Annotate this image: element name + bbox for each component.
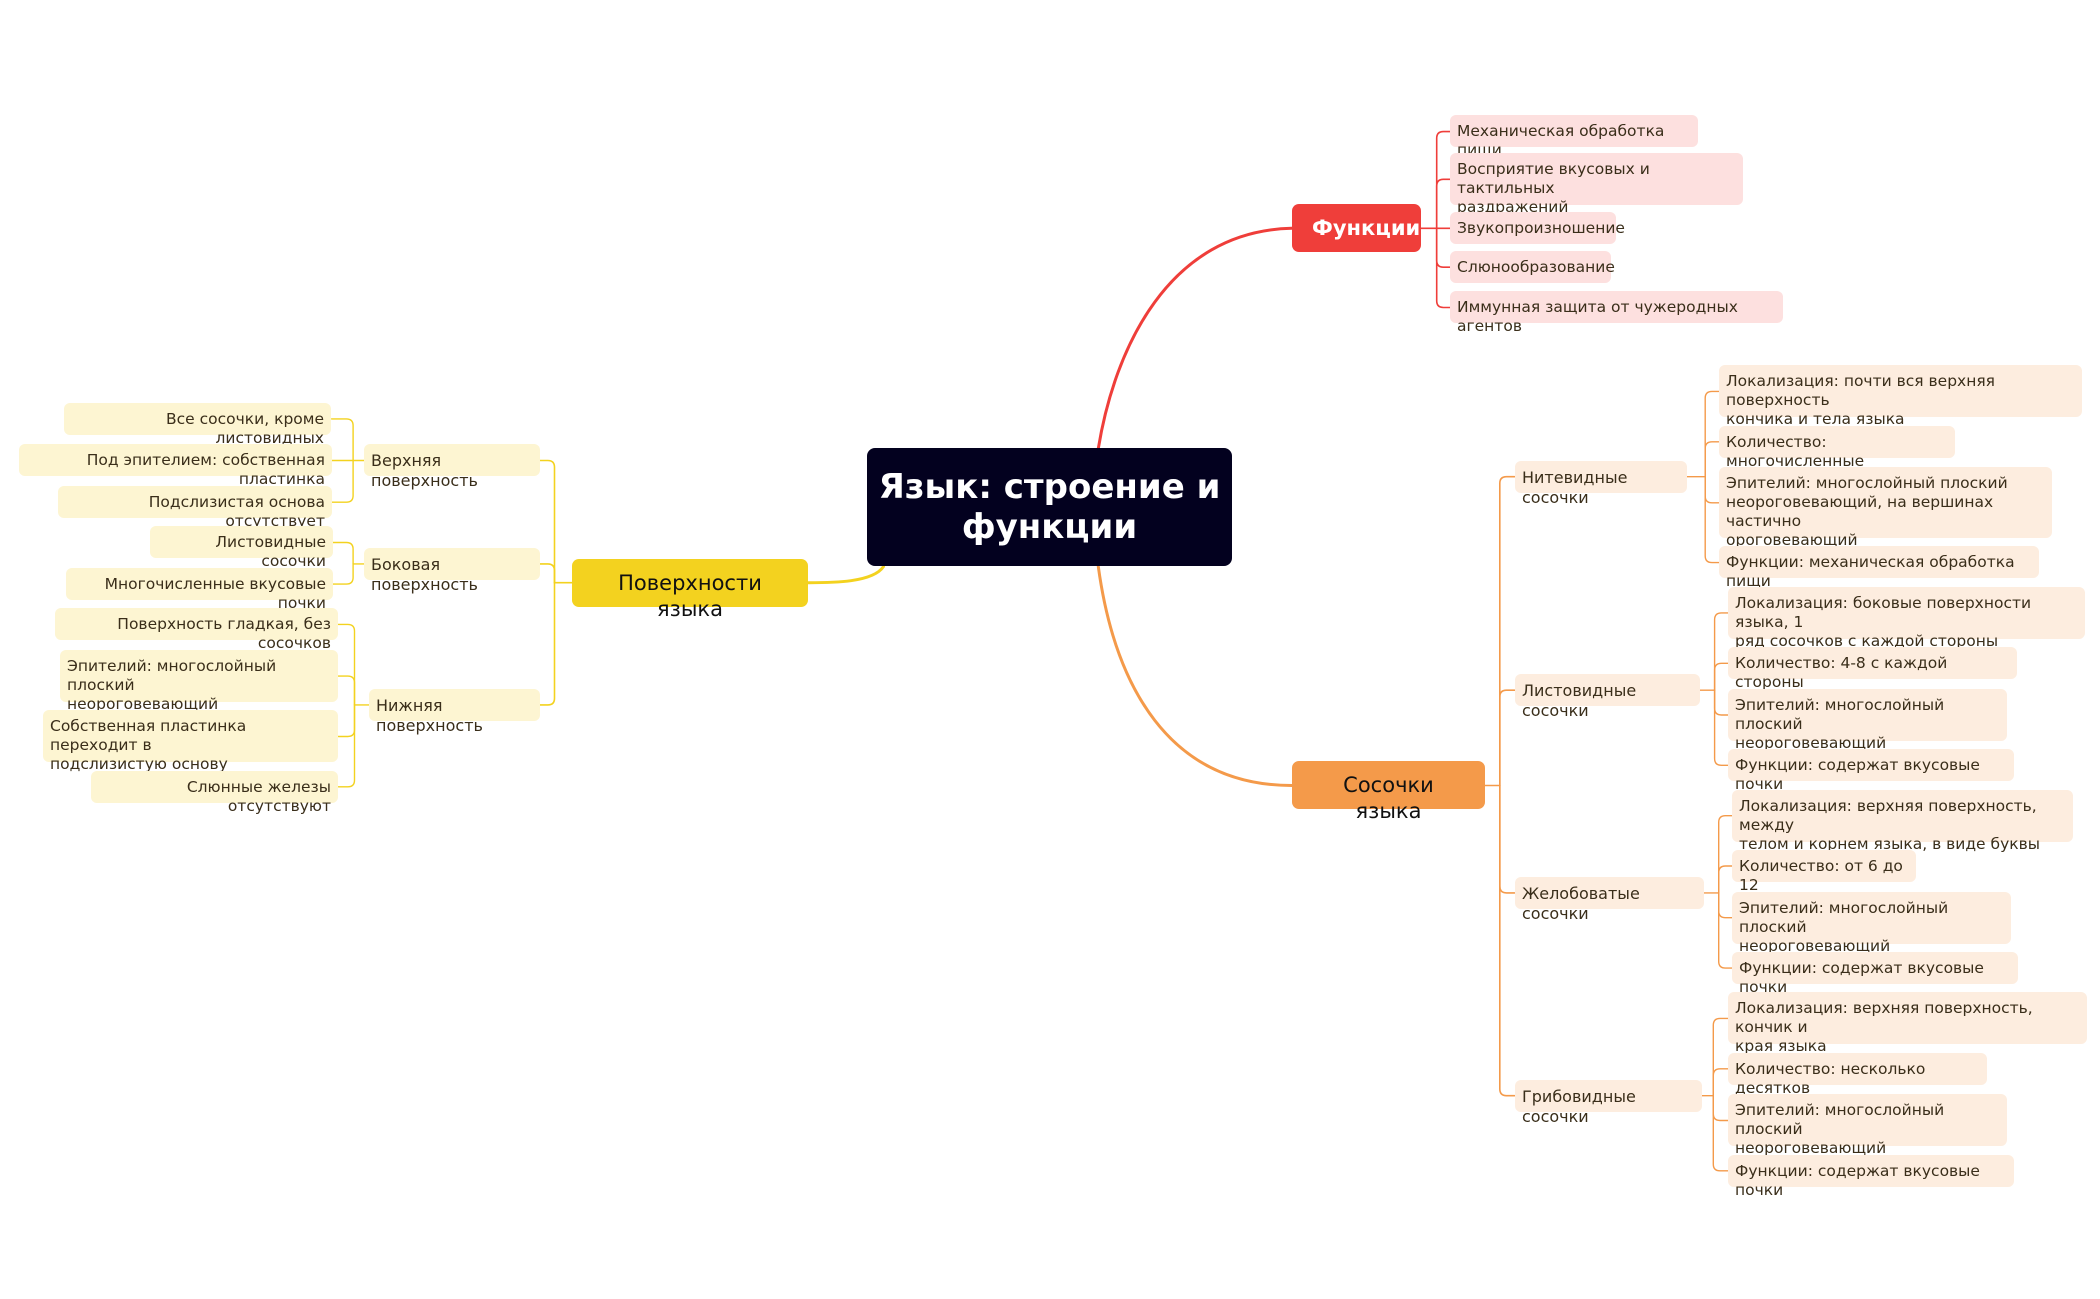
papilla-group-bracket-link <box>1712 1095 1729 1172</box>
papilla-group-bracket-link <box>1718 892 1733 969</box>
papilla-detail[interactable]: Локализация: верхняя поверхность, между … <box>1732 790 2073 872</box>
surfaces-bracket-link <box>539 581 556 706</box>
papilla-detail[interactable]: Количество: несколько десятков <box>1728 1053 1987 1097</box>
surface-detail[interactable]: Многочисленные вкусовые почки <box>66 568 333 612</box>
papilla-group-bracket-link <box>1704 390 1720 478</box>
function-item[interactable]: Механическая обработка пищи <box>1450 115 1698 159</box>
papilla-detail[interactable]: Количество: 4-8 с каждой стороны <box>1728 647 2017 691</box>
function-item[interactable]: Иммунная защита от чужеродных агентов <box>1450 291 1783 335</box>
surface-detail[interactable]: Все сосочки, кроме листовидных <box>64 403 331 447</box>
papilla-group-bracket-link <box>1713 689 1729 766</box>
papilla-group-bracket-link <box>1718 892 1733 919</box>
papilla-detail[interactable]: Эпителий: многослойный плоский неорогове… <box>1728 1094 2007 1157</box>
papillae-bracket-link <box>1499 784 1516 894</box>
surface-group[interactable]: Верхняя поверхность <box>364 444 540 490</box>
papilla-group-bracket-link <box>1718 865 1733 894</box>
papilla-group-bracket-link <box>1704 476 1720 564</box>
papilla-group[interactable]: Желобоватые сосочки <box>1515 877 1704 923</box>
surface-group-bracket-link <box>337 704 356 788</box>
surface-detail[interactable]: Листовидные сосочки <box>150 526 333 570</box>
root-to-papillae-line <box>1096 565 1294 787</box>
surface-group[interactable]: Нижняя поверхность <box>369 689 540 735</box>
function-item[interactable]: Звукопроизношение <box>1450 212 1625 244</box>
papilla-group[interactable]: Листовидные сосочки <box>1515 674 1700 720</box>
papilla-detail[interactable]: Функции: содержат вкусовые почки <box>1728 1155 2014 1199</box>
papilla-group-bracket-link <box>1718 815 1733 894</box>
papilla-detail[interactable]: Количество: от 6 до 12 <box>1732 850 1916 894</box>
papilla-group-bracket-link <box>1704 476 1720 504</box>
functions-bracket-link <box>1435 227 1451 268</box>
root-to-functions-line <box>1096 226 1294 450</box>
surface-detail[interactable]: Подслизистая основа отсутствует <box>58 486 332 530</box>
surface-group-bracket-link <box>330 459 354 503</box>
surface-group-bracket-link <box>332 541 354 565</box>
connector-lines <box>330 130 1733 1172</box>
surface-detail[interactable]: Под эпителием: собственная пластинка <box>19 444 332 488</box>
function-item[interactable]: Восприятие вкусовых и тактильных раздраж… <box>1450 153 1743 216</box>
branch-surfaces[interactable]: Поверхности языка <box>572 559 808 621</box>
branch-functions[interactable]: Функции <box>1292 204 1421 252</box>
papillae-bracket-link <box>1499 475 1516 787</box>
papilla-group-bracket-link <box>1712 1017 1729 1097</box>
surface-detail[interactable]: Поверхность гладкая, без сосочков <box>55 608 338 652</box>
surface-group-bracket-link <box>337 675 356 706</box>
papilla-detail[interactable]: Эпителий: многослойный плоский неорогове… <box>1719 467 2052 549</box>
papillae-bracket-link <box>1499 689 1516 787</box>
root-topic[interactable]: Язык: строение и функции <box>867 448 1232 566</box>
papilla-detail[interactable]: Эпителий: многослойный плоский неорогове… <box>1728 689 2007 752</box>
papilla-group-bracket-link <box>1712 1068 1729 1097</box>
function-item[interactable]: Слюнообразование <box>1450 251 1615 283</box>
papillae-bracket-link <box>1499 784 1516 1097</box>
papilla-group[interactable]: Грибовидные сосочки <box>1515 1080 1702 1126</box>
papilla-group-bracket-link <box>1713 689 1729 716</box>
papilla-detail[interactable]: Эпителий: многослойный плоский неорогове… <box>1732 892 2011 955</box>
papilla-detail[interactable]: Количество: многочисленные <box>1719 426 1955 470</box>
papilla-detail[interactable]: Локализация: верхняя поверхность, кончик… <box>1728 992 2087 1055</box>
papilla-group-bracket-link <box>1704 441 1720 478</box>
papilla-detail[interactable]: Функции: содержат вкусовые почки <box>1728 749 2014 793</box>
surface-group[interactable]: Боковая поверхность <box>364 548 540 594</box>
papilla-detail[interactable]: Функции: механическая обработка пищи <box>1719 546 2039 590</box>
surfaces-bracket-link <box>539 459 556 584</box>
functions-bracket-link <box>1435 130 1451 230</box>
surface-group-bracket-link <box>330 418 354 462</box>
surfaces-bracket-link <box>539 563 556 584</box>
functions-bracket-link <box>1435 178 1451 230</box>
surface-detail[interactable]: Слюнные железы отсутствуют <box>91 771 338 815</box>
papilla-detail[interactable]: Функции: содержат вкусовые почки <box>1732 952 2018 996</box>
papilla-group-bracket-link <box>1713 662 1729 691</box>
surface-detail[interactable]: Собственная пластинка переходит в подсли… <box>43 710 338 773</box>
surface-group-bracket-link <box>337 623 356 706</box>
papilla-detail[interactable]: Локализация: боковые поверхности языка, … <box>1728 587 2085 650</box>
papilla-group-bracket-link <box>1712 1095 1729 1122</box>
surface-group-bracket-link <box>332 563 354 585</box>
papilla-group-bracket-link <box>1713 612 1729 691</box>
papilla-detail[interactable]: Локализация: почти вся верхняя поверхнос… <box>1719 365 2082 428</box>
surface-detail[interactable]: Эпителий: многослойный плоский неорогове… <box>60 650 338 713</box>
papilla-group[interactable]: Нитевидные сосочки <box>1515 461 1687 507</box>
functions-bracket-link <box>1435 227 1451 309</box>
root-to-surfaces-line <box>806 565 885 585</box>
branch-papillae[interactable]: Сосочки языка <box>1292 761 1485 823</box>
surface-group-bracket-link <box>337 704 356 738</box>
